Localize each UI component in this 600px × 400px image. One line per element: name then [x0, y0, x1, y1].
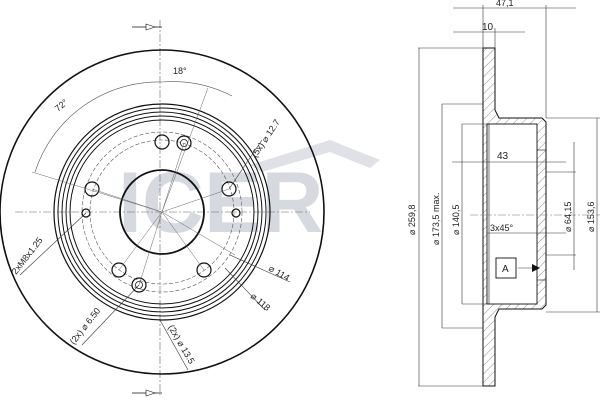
label-thread: 2xM8x1.25 [10, 235, 45, 276]
svg-text:ICER: ICER [118, 155, 323, 251]
side-view [418, 5, 600, 387]
top-dimension: 47,1 [496, 0, 514, 8]
hub-diameter-label: ⌀ 153,6 [586, 202, 596, 232]
datum-box [495, 257, 517, 279]
outer-diameter-label: ⌀ 259,8 [407, 205, 417, 235]
label-holes-2x-large: (2x) ⌀ 13.5 [166, 323, 196, 366]
hat-diameter-label: ⌀ 140,5 [451, 205, 461, 235]
thickness-dimension: 10 [482, 22, 494, 33]
chamfer-dimension: 3x45° [490, 223, 514, 233]
depth-dimension: 43 [497, 151, 509, 162]
bore-diameter-label: ⌀ 64,15 [563, 202, 573, 232]
angle-18: 18° [173, 66, 187, 76]
angle-72: 72° [53, 97, 70, 114]
front-view [0, 20, 325, 397]
label-holes-2x-small: (2x) ⌀ 6.50 [68, 306, 103, 346]
datum-label: A [502, 264, 509, 275]
side-view-labels: 47,1 10 43 3x45° A ⌀ 259,8 ⌀ 173,5 max. … [407, 0, 596, 275]
watermark: ICER [118, 140, 380, 251]
label-holes-5x: (5x) ⌀ 12.7 [249, 118, 282, 160]
max-diameter-label: ⌀ 173,5 max. [431, 193, 441, 245]
label-d118: ⌀ 118 [249, 291, 272, 313]
label-d114: ⌀ 114 [267, 263, 291, 283]
